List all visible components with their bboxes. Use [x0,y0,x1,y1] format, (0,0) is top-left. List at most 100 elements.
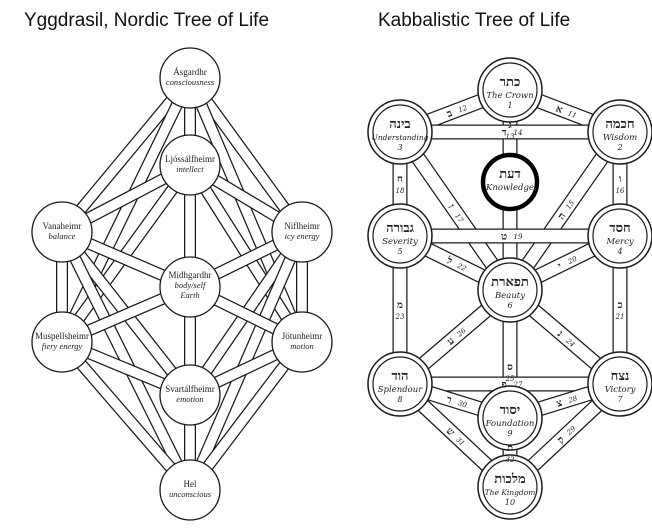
sephirah-hebrew: חסד [609,221,630,236]
sephirah-inner-ring [482,459,538,515]
sephirah-number: 7 [617,395,623,404]
realm-meaning-2: Earth [179,290,199,300]
realm-meaning: body/self [175,280,207,290]
realm-name: Niflheimr [284,221,320,231]
realm-name: Svartálfheimr [165,384,214,394]
path-label-15: ה15 [556,199,576,222]
sephirah-name: The Kingdom [485,488,536,497]
sephirah-number: 8 [397,395,402,404]
branch-asgardhr-jotunheimr [184,72,308,348]
path-label-22: ל22 [444,254,468,273]
path-label-13: ג 13 [506,120,515,141]
path-letter: א [554,104,564,117]
path-letter: ע [445,335,457,347]
sephirah-name: Severity [382,237,418,247]
branch-asgardhr-vanaheimr [56,72,196,238]
sephirah-name: Victory [605,385,636,395]
realm-circle [31,201,93,263]
realm-circle [159,134,221,196]
path-letter: צ [555,398,563,410]
path-letter: ט [501,232,507,243]
sephirah-name: Knowledge [485,183,534,193]
path-letter: ג [508,120,512,131]
path-letter: ר [445,394,453,406]
path-number: 14 [514,129,523,137]
branch-fill [57,73,195,237]
sephirah-hebrew: חכמה [605,117,634,132]
realm-circle [271,311,333,373]
path-number: 27 [513,381,523,389]
path-number: 11 [567,109,578,120]
sephirah-inner-ring [592,104,648,160]
path-number: 18 [396,187,405,195]
sephirah-inner-ring [482,390,538,446]
path-letter: ס [507,362,513,373]
path-number: 21 [615,313,625,321]
branch-fill [57,337,195,495]
path-label-28: צ 28 [555,394,579,410]
branch-jotunheimr-hel [184,336,308,496]
path-letter: ק [556,434,567,446]
path-letter: כ [618,300,623,311]
sephirah-hebrew: בינה [389,117,410,132]
sephirah-hebrew: גבורה [386,221,414,236]
sephirah-hebrew: כתר [500,75,521,90]
sephirah-inner-ring [482,262,538,318]
path-letter: ו [619,174,622,185]
yggdrasil-title: Yggdrasil, Nordic Tree of Life [24,10,270,31]
realm-name: Muspellsheimr [35,331,89,341]
realm-circle [159,459,221,521]
realm-meaning: fiery energy [42,341,83,351]
realm-name: Jötunheimr [282,331,323,341]
sephirah-name: The Crown [486,91,533,101]
sephirah-number: 4 [616,247,622,256]
realm-meaning: icy energy [285,231,320,241]
realm-circle [159,364,221,426]
sephirah-number: 3 [397,143,402,152]
realm-meaning: motion [290,341,314,351]
realm-name: Hel [184,479,197,489]
sephirah-inner-ring [592,208,648,264]
realm-meaning: balance [49,231,76,241]
path-number: 23 [395,313,405,321]
sephirah-name: Splendour [378,385,424,395]
path-label-17: ז17 [445,202,465,224]
path-letter: ב [446,108,455,120]
path-label-16: ו 16 [616,174,625,195]
sephirah-circle [480,152,540,212]
path-number: 13 [506,133,515,141]
sephirah-name: Beauty [494,291,525,301]
path-number: 17 [453,212,465,224]
sephirah-number: 5 [397,247,402,256]
sephirah-inner-ring [592,356,648,412]
branch-fill [185,227,307,495]
path-letter: י [556,261,564,272]
path-label-25: ס25 [505,362,515,383]
path-letter: מ [397,300,403,311]
branch-vanaheimr-hel [56,226,196,496]
path-label-21: כ 21 [615,300,625,321]
path-number: 28 [567,394,579,405]
realm-circle [31,311,93,373]
sephirah-inner-ring [482,62,538,118]
path-number: 16 [616,187,625,195]
sephirah-inner-ring [372,356,428,412]
sephirah-hebrew: תפארת [491,275,529,290]
